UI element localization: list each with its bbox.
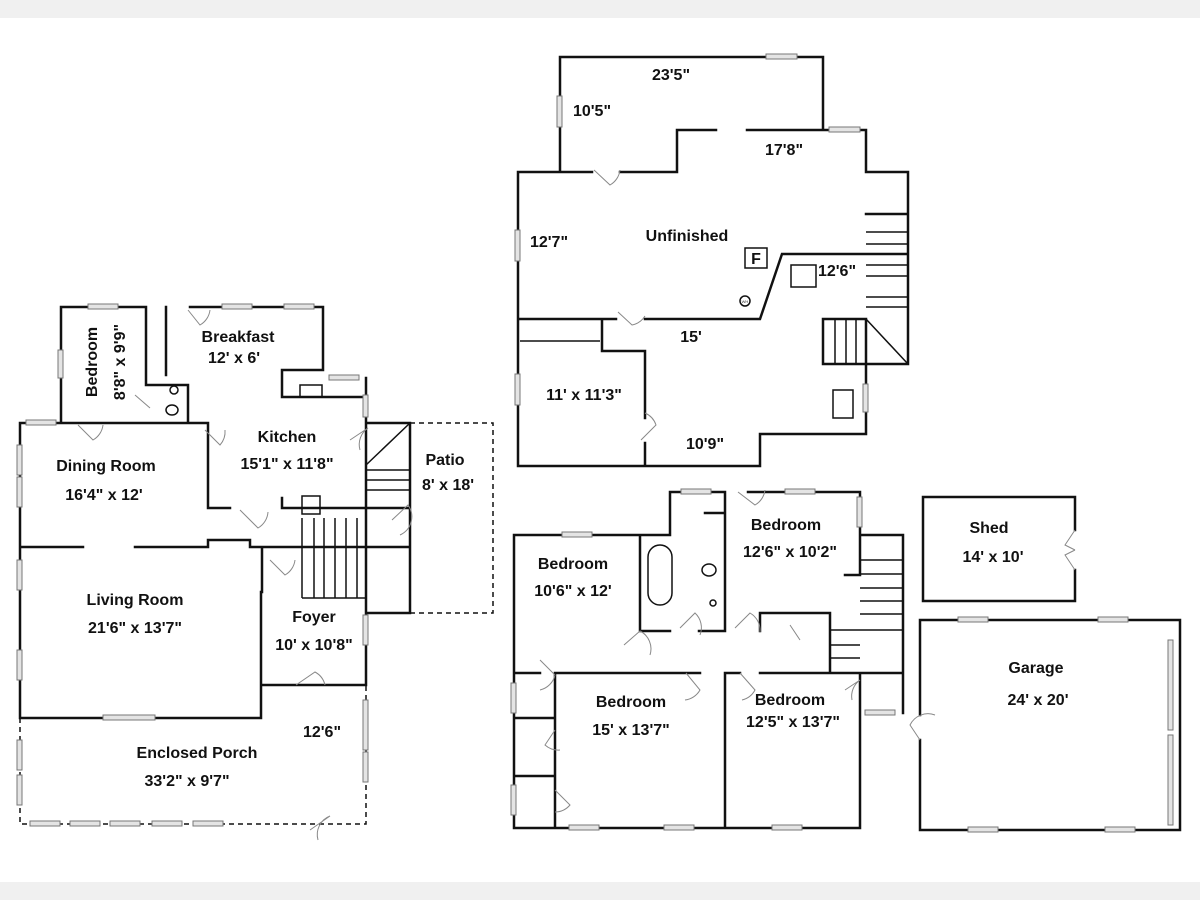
living-room-label: Living Room — [87, 592, 184, 609]
second-floor-doors — [539, 489, 861, 813]
bedroom-c-label: Bedroom — [596, 694, 666, 711]
garage-label: Garage — [1008, 660, 1063, 677]
first-floor-plan: Bedroom 8'8" x 9'9" Breakfast 12' x 6' K… — [16, 303, 494, 841]
basement-dim-23-5: 23'5" — [652, 67, 690, 84]
basement-dim-17-8: 17'8" — [765, 142, 803, 159]
bottom-margin-band — [0, 882, 1200, 900]
bathtub-icon — [647, 544, 673, 606]
tub-sink-icon — [790, 264, 817, 288]
first-floor-doors — [77, 309, 413, 841]
shed-size: 14' x 10' — [963, 549, 1024, 566]
porch-label: Enclosed Porch — [137, 745, 258, 762]
stove-icon — [301, 495, 321, 515]
basement-doors — [593, 169, 657, 441]
unfinished-label: Unfinished — [646, 228, 729, 245]
first-floor-windows — [16, 303, 369, 827]
bedroom-1-size: 8'8" x 9'9" — [112, 324, 129, 400]
basement-dim-15: 15' — [680, 329, 702, 346]
basement-room-size: 11' x 11'3" — [546, 387, 622, 404]
patio-size: 8' x 18' — [422, 477, 474, 494]
appliance-icon — [832, 389, 854, 419]
furnace-symbol: F — [751, 251, 761, 268]
breakfast-label: Breakfast — [202, 329, 276, 346]
top-margin-band — [0, 0, 1200, 18]
basement-windows — [514, 53, 869, 413]
basement-dim-12-7: 12'7" — [530, 234, 568, 251]
basement-dim-10-9: 10'9" — [686, 436, 724, 453]
sink-basin-icon — [169, 385, 179, 395]
shed-door — [1064, 529, 1076, 571]
patio-outline — [409, 422, 494, 614]
shed-label: Shed — [969, 520, 1008, 537]
kitchen-size: 15'1" x 11'8" — [240, 456, 333, 473]
garage-windows — [957, 616, 1174, 833]
water-heater-icon — [739, 295, 751, 307]
basement-dim-12-6: 12'6" — [818, 263, 856, 280]
garage-walls — [918, 618, 1182, 832]
bedroom-1-label: Bedroom — [84, 327, 101, 397]
dining-room-label: Dining Room — [56, 458, 156, 475]
living-room-size: 21'6" x 13'7" — [88, 620, 182, 637]
foyer-size: 10' x 10'8" — [275, 637, 352, 654]
bedroom-b-label: Bedroom — [538, 556, 608, 573]
toilet-icon — [165, 404, 179, 416]
shed-plan: Shed 14' x 10' — [921, 495, 1077, 603]
sink-icon — [709, 599, 717, 607]
patio-label: Patio — [425, 452, 464, 469]
first-floor-walls — [18, 305, 412, 720]
porch-size: 33'2" x 9'7" — [144, 773, 229, 790]
toilet-icon — [701, 563, 717, 577]
shed-walls — [921, 495, 1077, 603]
bedroom-d-size: 12'5" x 13'7" — [746, 714, 840, 731]
breakfast-size: 12' x 6' — [208, 350, 260, 367]
porch-dimension: 12'6" — [303, 724, 341, 741]
bedroom-c-size: 15' x 13'7" — [592, 722, 669, 739]
second-floor-walls — [512, 490, 905, 830]
water-heater-symbol: WH — [742, 299, 749, 304]
basement-dim-10-5: 10'5" — [573, 103, 611, 120]
furnace-box — [744, 247, 768, 269]
first-floor-stairs — [301, 422, 411, 599]
garage-door — [909, 713, 936, 741]
second-floor-plan: Bedroom 12'6" x 10'2" Bedroom 10'6" x 12… — [510, 488, 905, 831]
bedroom-b-size: 10'6" x 12' — [534, 583, 611, 600]
bedroom-d-label: Bedroom — [755, 692, 825, 709]
second-floor-windows — [510, 488, 896, 831]
kitchen-label: Kitchen — [258, 429, 317, 446]
sink-icon — [299, 384, 323, 398]
garage-size: 24' x 20' — [1008, 692, 1069, 709]
bedroom-a-label: Bedroom — [751, 517, 821, 534]
basement-plan: F WH 23'5" 10'5" 17'8" 12'7" Unfinished … — [514, 53, 910, 468]
dining-room-size: 16'4" x 12' — [65, 487, 142, 504]
garage-plan: Garage 24' x 20' — [909, 616, 1182, 833]
second-floor-stairs — [830, 559, 903, 659]
bedroom-a-size: 12'6" x 10'2" — [743, 544, 837, 561]
basement-stairs — [520, 231, 909, 365]
foyer-label: Foyer — [292, 609, 336, 626]
